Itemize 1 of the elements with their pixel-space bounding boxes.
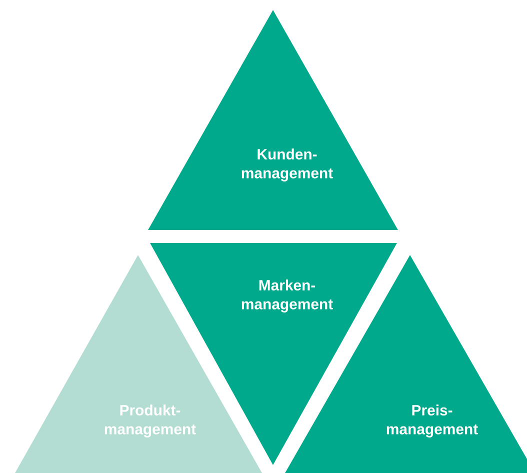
triangle: Kunden- management [148,10,398,230]
